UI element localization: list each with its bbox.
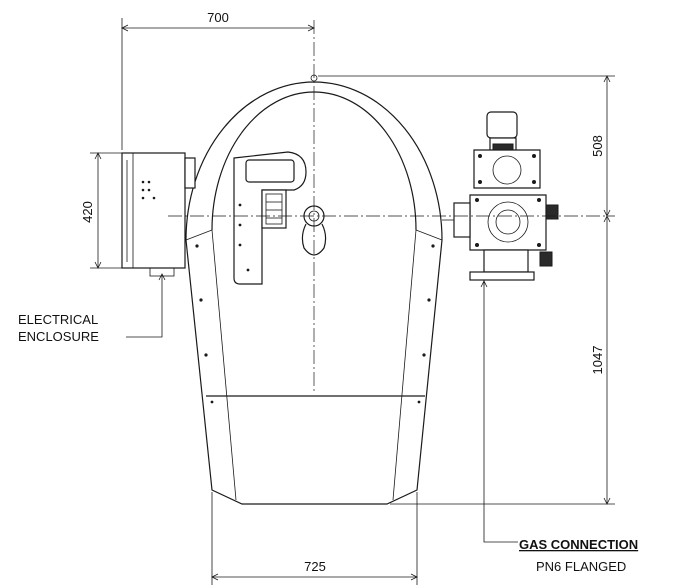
burner-body — [185, 74, 443, 505]
dim-top-width: 700 — [121, 10, 315, 150]
dim-top-width-label: 700 — [207, 10, 229, 25]
fan-plate — [233, 151, 307, 285]
gas-connection-title: GAS CONNECTION — [519, 537, 638, 552]
dim-left-enclosure-label: 420 — [80, 201, 95, 223]
pressure-switch-lower — [539, 251, 553, 267]
electrical-label-line1: ELECTRICAL — [18, 312, 98, 327]
leader-electrical: ELECTRICAL ENCLOSURE — [18, 273, 166, 344]
dim-right-lower-label: 1047 — [590, 346, 605, 375]
electrical-label-line2: ENCLOSURE — [18, 329, 99, 344]
keyhole-lower — [301, 223, 327, 256]
enclosure-box — [121, 152, 186, 269]
dim-right-upper: 508 — [318, 75, 615, 217]
gas-flange — [469, 271, 535, 281]
fan-housing — [233, 151, 327, 285]
body-inner-left — [211, 229, 237, 501]
dim-bottom-width: 725 — [211, 492, 418, 585]
body-outer-outline — [185, 81, 443, 505]
leader-gas: GAS CONNECTION PN6 FLANGED — [480, 280, 638, 574]
dim-right-lower: 1047 — [390, 215, 615, 505]
dim-left-enclosure: 420 — [80, 152, 122, 269]
body-panel-right-top — [415, 229, 443, 241]
center-lines — [168, 20, 615, 392]
gas-connection-subtitle: PN6 FLANGED — [536, 559, 626, 574]
gas-lower-body — [483, 249, 529, 273]
gas-motor-head — [486, 111, 518, 139]
gas-upper-valve — [473, 149, 541, 189]
pressure-switch-upper — [545, 204, 559, 220]
body-panel-left-top — [185, 229, 213, 241]
dim-right-upper-label: 508 — [590, 135, 605, 157]
gas-train — [442, 111, 559, 286]
gas-pipe-stub — [453, 202, 471, 238]
body-inner-right — [392, 229, 417, 501]
dim-bottom-width-label: 725 — [304, 559, 326, 574]
electrical-enclosure — [121, 152, 196, 277]
